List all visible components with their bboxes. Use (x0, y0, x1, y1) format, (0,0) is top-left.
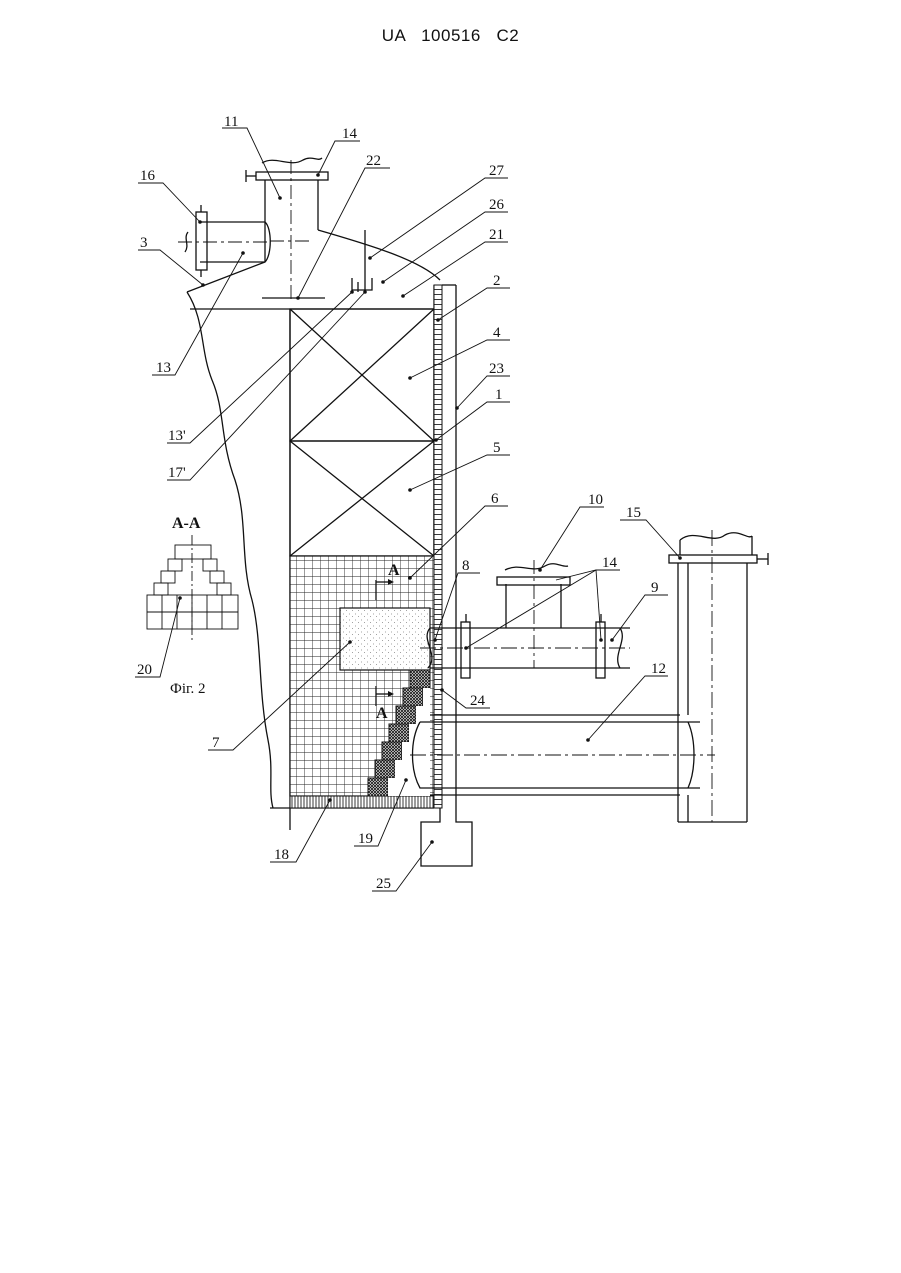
side-inlet-13 (178, 205, 270, 277)
outlet-pipe-11 (246, 158, 328, 300)
callout-2: 2 (493, 273, 501, 289)
callout-12: 12 (651, 661, 666, 677)
branch-pipe-10 (497, 560, 570, 668)
cut-label-bottom: A (376, 705, 388, 722)
callout-19-text: 19 (358, 831, 373, 847)
section-a-a-inset (147, 535, 238, 640)
callout-9: 9 (651, 580, 659, 596)
packing-section-4 (290, 309, 434, 441)
callout-10: 10 (588, 492, 603, 508)
callout-26: 26 (489, 197, 505, 213)
callout-14-text: 14 (602, 555, 618, 571)
fill-zone-7 (340, 608, 430, 670)
wall-lining-2 (434, 285, 442, 808)
callout-5: 5 (493, 440, 501, 456)
callout-1: 1 (495, 387, 503, 403)
callout-13: 13 (156, 360, 171, 376)
callout-17: 16 (140, 168, 156, 184)
stack-16 (669, 530, 768, 822)
probe (352, 230, 372, 292)
callout-25-text: 25 (376, 876, 391, 892)
callout-24-text: 24 (470, 693, 486, 709)
inlet-pipe-8 (420, 614, 630, 678)
section-label: A-A (172, 515, 201, 532)
callout-16: 15 (626, 505, 641, 521)
callout-15: 14 (342, 126, 358, 142)
callout-27: 27 (489, 163, 505, 179)
callout-13-prime: 13' (168, 428, 186, 444)
callout-7: 7 (212, 735, 220, 751)
callout-18-text: 18 (274, 847, 289, 863)
callout-8: 8 (462, 558, 470, 574)
bottom-band-18 (290, 796, 434, 808)
callout-21: 21 (489, 227, 504, 243)
callout-4: 4 (493, 325, 501, 341)
callout-11: 11 (224, 114, 238, 130)
packing-section-5 (290, 441, 434, 556)
callout-6: 6 (491, 491, 499, 507)
callout-20-text: 20 (137, 662, 152, 678)
callout-17-prime: 17' (168, 465, 186, 481)
callout-22: 22 (366, 153, 381, 169)
cut-label-top: A (388, 562, 400, 579)
callout-3: 3 (140, 235, 148, 251)
callout-23: 23 (489, 361, 504, 377)
figure-caption: Фіг. 2 (170, 681, 205, 697)
